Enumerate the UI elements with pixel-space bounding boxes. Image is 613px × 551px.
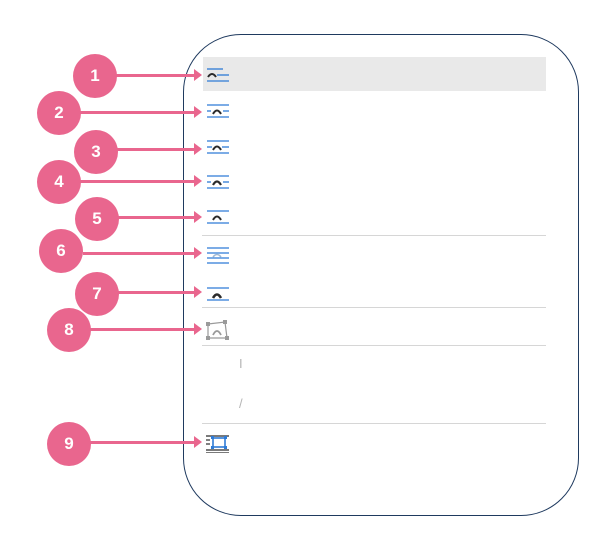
menu-item-wrap-top-bottom[interactable]: [203, 164, 546, 198]
callout-badge-6: 6: [39, 229, 83, 273]
callout-badge-4: 4: [37, 160, 81, 204]
menu-separator: [202, 235, 546, 236]
callout-arrow-4: [80, 175, 202, 187]
menu-separator: [202, 345, 546, 346]
menu-item-wrap-behind-text[interactable]: [203, 199, 546, 233]
wrap-top-bottom-icon: [207, 175, 229, 189]
callout-badge-8: 8: [47, 308, 91, 352]
edit-wrap-points-icon: [206, 320, 229, 340]
disabled-menu-item: /: [239, 396, 243, 411]
menu-item-wrap-through[interactable]: [203, 129, 546, 163]
disabled-menu-item: I: [239, 356, 243, 371]
context-menu-frame: [183, 34, 579, 516]
callout-badge-5: 5: [75, 197, 119, 241]
callout-badge-9: 9: [47, 422, 91, 466]
callout-badge-3: 3: [74, 130, 118, 174]
menu-item-more-layout-options[interactable]: [203, 425, 546, 459]
callout-badge-7: 7: [75, 272, 119, 316]
menu-separator: [202, 423, 546, 424]
callout-arrow-9: [90, 436, 202, 448]
wrap-square-icon: [207, 68, 229, 82]
callout-arrow-8: [90, 323, 202, 335]
callout-arrow-2: [80, 106, 202, 118]
callout-arrow-6: [83, 247, 202, 259]
wrap-tight-icon: [207, 104, 229, 118]
callout-arrow-3: [117, 143, 202, 155]
menu-item-wrap-square[interactable]: [203, 57, 546, 91]
wrap-inline-icon: [207, 287, 229, 301]
callout-badge-2: 2: [37, 91, 81, 135]
wrap-through-icon: [207, 140, 229, 154]
callout-arrow-7: [117, 286, 202, 298]
wrap-in-front-of-text-icon: [207, 247, 229, 264]
callout-badge-1: 1: [73, 54, 117, 98]
callout-arrow-5: [118, 211, 202, 223]
menu-item-edit-wrap-points[interactable]: [203, 312, 546, 346]
menu-item-wrap-in-front-of-text[interactable]: [203, 237, 546, 271]
menu-item-wrap-inline[interactable]: [203, 276, 546, 310]
menu-separator: [202, 307, 546, 308]
wrap-behind-text-icon: [207, 210, 229, 224]
more-layout-options-icon: [206, 435, 229, 453]
callout-arrow-1: [116, 69, 202, 81]
menu-item-wrap-tight[interactable]: [203, 93, 546, 127]
